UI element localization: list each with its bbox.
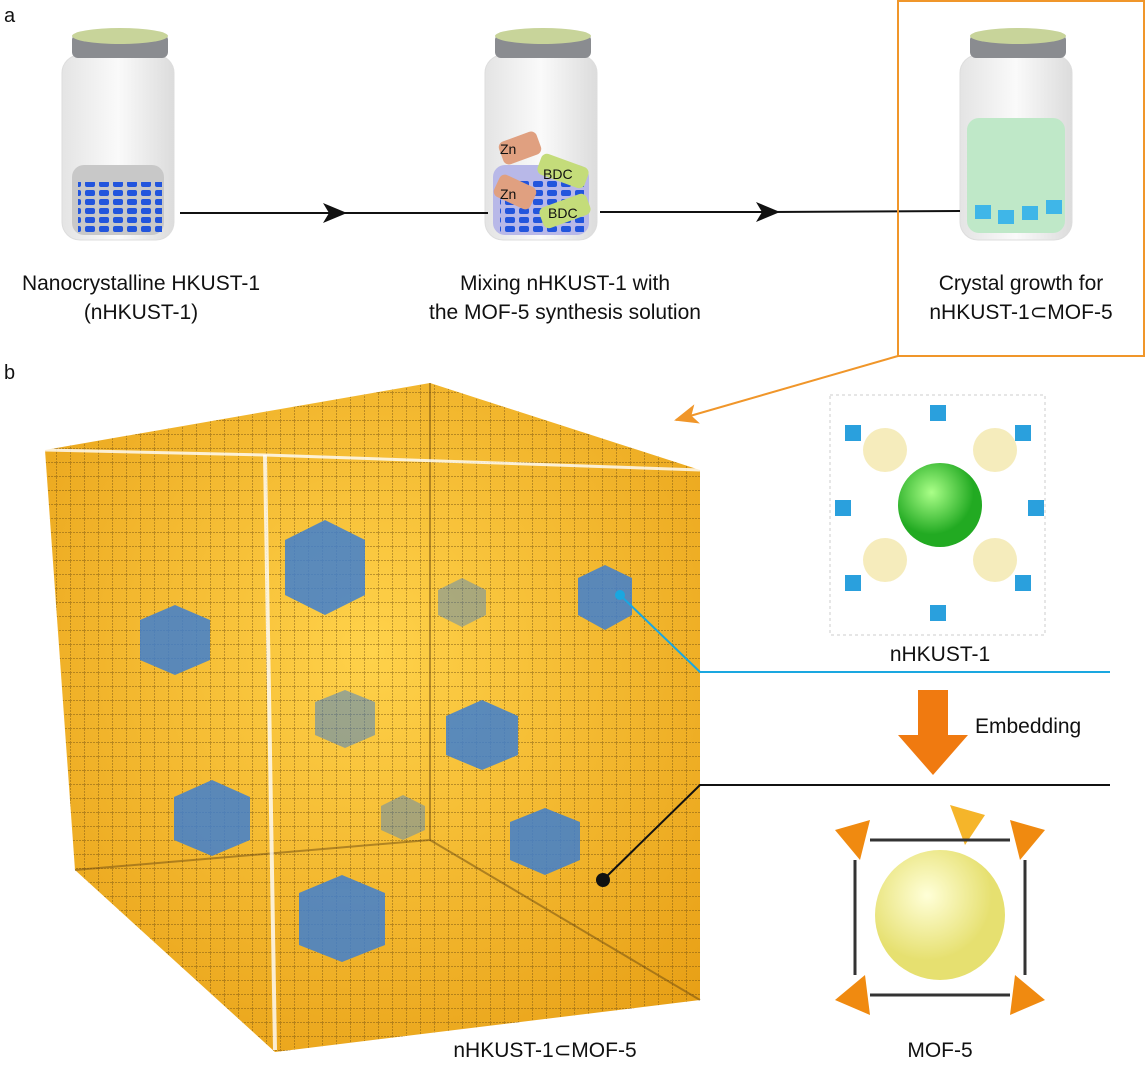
caption-line: (nHKUST-1) (83, 301, 199, 324)
caption-line: the MOF-5 synthesis solution (429, 301, 701, 324)
reagent-bdc: BDC (543, 166, 573, 182)
jar-growth (959, 28, 1073, 241)
step-3-caption: Crystal growth for nHKUST-1⊂MOF-5 (898, 269, 1144, 327)
guest-label: nHKUST-1 (889, 643, 991, 666)
caption-line: Nanocrystalline HKUST-1 (21, 272, 261, 295)
mof5-crystal-cube (44, 383, 701, 1052)
jar-nhkust (61, 28, 175, 241)
caption-line: nHKUST-1⊂MOF-5 (929, 301, 1113, 324)
nhkust-crystals (140, 520, 632, 962)
panel-label-b: b (4, 362, 16, 384)
reagent-bdc: BDC (548, 205, 578, 221)
highlight-box (897, 0, 1145, 357)
zoom-arrow (674, 355, 899, 424)
mof5-structure (835, 805, 1045, 1015)
nhkust-structure (829, 394, 1046, 636)
reagent-zn: Zn (500, 141, 517, 157)
step-1-caption: Nanocrystalline HKUST-1 (nHKUST-1) (0, 269, 282, 327)
embedding-label: Embedding (975, 715, 1082, 738)
caption-line: Crystal growth for (938, 272, 1104, 295)
jar-mixing (484, 28, 598, 241)
step-2-caption: Mixing nHKUST-1 with the MOF-5 synthesis… (405, 269, 725, 327)
reagent-zn: Zn (500, 186, 517, 202)
guest-callout-line (619, 594, 1110, 673)
host-label: MOF-5 (907, 1039, 973, 1062)
caption-line: Mixing nHKUST-1 with (459, 272, 671, 295)
composite-label: nHKUST-1⊂MOF-5 (453, 1039, 637, 1062)
panel-label-a: a (4, 5, 16, 27)
host-callout-line (602, 784, 1110, 881)
embedding-arrow (898, 690, 968, 775)
